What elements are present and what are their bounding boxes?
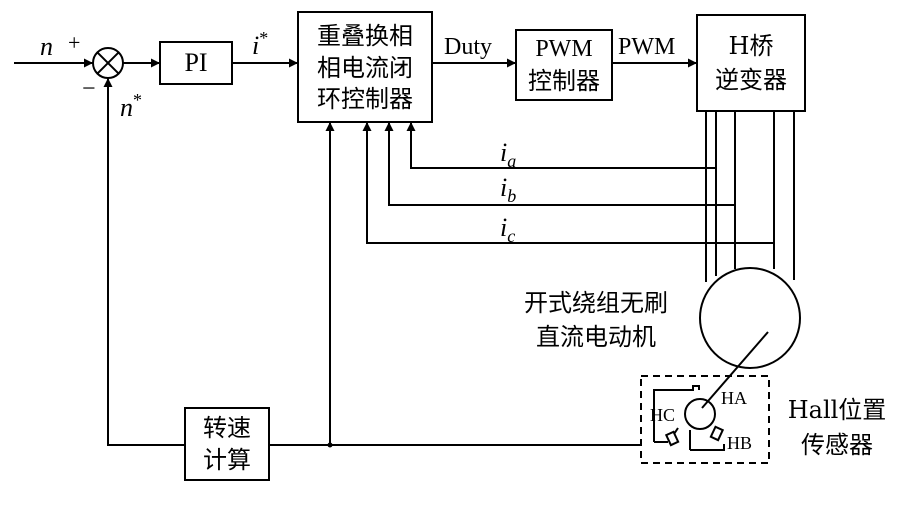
motor-label-line2: 直流电动机: [536, 323, 656, 351]
hall-sensor-dashed-box: [640, 375, 770, 464]
signal-duty-label: Duty: [444, 34, 492, 60]
overlap-controller-line2: 相电流闭: [317, 54, 413, 82]
signal-ic-label: ic: [500, 213, 515, 246]
signal-minus-sign: −: [82, 76, 96, 102]
wire-ib-feedback: [384, 122, 735, 206]
speed-calc-line1: 转速: [203, 414, 251, 442]
speed-calc-line2: 计算: [203, 446, 251, 474]
signal-ia-label: ia: [500, 138, 516, 171]
h-bridge-block: [696, 14, 806, 112]
signal-ib-label: ib: [500, 173, 516, 206]
hall-sensor-label-line1: Hall位置: [788, 396, 887, 424]
hall-sensor-label-line2: 传感器: [801, 431, 873, 459]
signal-i-star-label: i*: [252, 28, 268, 60]
motor-label-line1: 开式绕组无刷: [524, 289, 668, 317]
overlap-controller-block: [297, 11, 433, 123]
motor-phase-wires: [705, 111, 795, 282]
wire-ia-feedback: [406, 122, 716, 169]
pwm-controller-line1: PWM: [535, 36, 592, 62]
hall-hb-label: HB: [727, 433, 752, 453]
motor-circle: [699, 267, 801, 369]
overlap-controller-line3: 环控制器: [317, 85, 413, 113]
signal-plus-sign: +: [68, 30, 80, 55]
hall-hc-label: HC: [650, 405, 675, 425]
pwm-controller-block: [515, 29, 613, 101]
overlap-controller-line1: 重叠换相: [317, 22, 413, 50]
junction-dot: [327, 442, 333, 448]
wire-ic-feedback: [362, 122, 774, 244]
signal-n-label: n: [40, 32, 53, 61]
wire-speed-feedback: [103, 78, 185, 446]
motor-shaft: [701, 331, 769, 409]
pi-label: PI: [184, 48, 207, 77]
pwm-controller-line2: 控制器: [528, 67, 600, 95]
signal-pwm-label: PWM: [618, 34, 675, 60]
summing-junction: [92, 47, 124, 79]
h-bridge-line1: H桥: [729, 32, 774, 60]
h-bridge-line2: 逆变器: [715, 66, 787, 94]
hall-ha-label: HA: [721, 388, 747, 408]
hall-sensor-rotor: [653, 385, 725, 451]
signal-n-star-label: n*: [120, 90, 142, 122]
